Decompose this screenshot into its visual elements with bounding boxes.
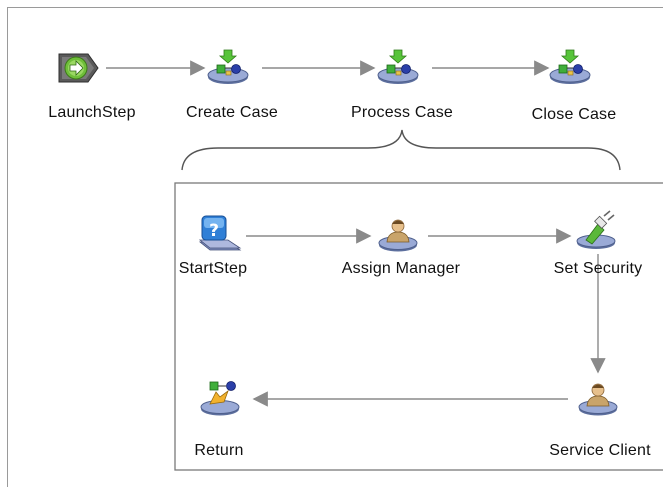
assign-manager-participant-icon[interactable] <box>374 214 422 254</box>
return-step-icon[interactable] <box>198 378 246 418</box>
start-step-question-icon[interactable]: ? <box>196 214 244 254</box>
step-label-startstep: StartStep <box>178 260 248 277</box>
close-case-sub-map-icon[interactable] <box>546 48 594 88</box>
step-label-service-client: Service Client <box>549 442 651 459</box>
step-label-process-case: Process Case <box>351 104 453 121</box>
workflow-diagram <box>106 60 663 471</box>
step-label-set-security: Set Security <box>553 260 643 277</box>
step-label-create-case: Create Case <box>185 104 279 121</box>
set-security-component-plug-icon[interactable] <box>572 210 620 250</box>
launch-step-icon[interactable] <box>54 48 102 88</box>
step-label-launchstep: LaunchStep <box>48 104 136 121</box>
workflow-canvas: ? <box>7 7 663 487</box>
svg-text:?: ? <box>209 221 219 241</box>
step-label-return: Return <box>194 442 244 459</box>
step-label-assign-manager: Assign Manager <box>341 260 461 277</box>
expand-brace <box>181 129 621 171</box>
create-case-sub-map-icon[interactable] <box>204 48 252 88</box>
service-client-participant-icon[interactable] <box>574 378 622 418</box>
step-label-close-case: Close Case <box>531 106 617 123</box>
subprocess-container <box>174 182 663 471</box>
process-case-sub-map-icon[interactable] <box>374 48 422 88</box>
